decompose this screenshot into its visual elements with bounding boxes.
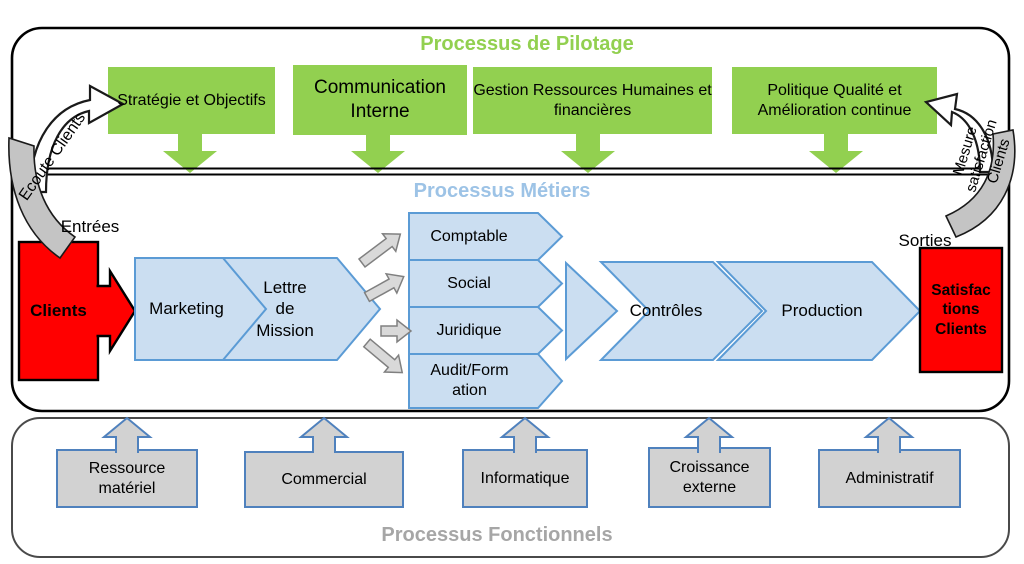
satisfactions-clients-label: Satisfac tions Clients <box>931 281 991 338</box>
connector-arrow-icon <box>357 232 402 269</box>
chevron-production <box>715 261 922 361</box>
up-arrow-icon <box>683 416 735 453</box>
box-ressource-materiel <box>56 449 198 508</box>
chevron-controles <box>598 261 764 361</box>
satisfactions-clients-shape <box>918 246 1004 374</box>
ressource-materiel-label: Ressource matériel <box>88 459 166 497</box>
down-arrow-icon <box>163 132 217 173</box>
fonctionnels-title: Processus Fonctionnels <box>381 523 613 546</box>
box-administratif <box>818 449 961 508</box>
connector-arrow-icon <box>362 338 404 374</box>
lettre-de-mission-label: Lettre de Mission <box>256 278 314 340</box>
pilotage-title: Processus de Pilotage <box>420 32 634 55</box>
down-arrow-icon <box>351 132 405 173</box>
croissance-externe-label: Croissance externe <box>669 458 750 496</box>
comptable-label: Comptable <box>430 227 508 245</box>
sorties-label: Sorties <box>898 231 952 251</box>
social-label: Social <box>447 274 491 292</box>
down-arrow-icon <box>809 132 863 173</box>
green-box-politique-qualite-label: Politique Qualité et Amélioration contin… <box>757 81 912 119</box>
audit-formation-label: Audit/Form ation <box>430 362 509 399</box>
commercial-label: Commercial <box>281 470 367 488</box>
chevron-comptable <box>408 212 564 261</box>
green-box-communication-label: Communication Interne <box>314 77 446 122</box>
green-box-communication <box>293 65 467 135</box>
green-box-gestion-rh-label: Gestion Ressources Humaines et financièr… <box>473 81 712 119</box>
informatique-label: Informatique <box>480 469 570 487</box>
chevron-social <box>408 259 564 308</box>
up-arrow-icon <box>298 416 350 453</box>
curved-arrow-ecoute-icon <box>28 84 126 194</box>
clients-shape <box>17 240 100 382</box>
curved-band-mesure-icon <box>944 129 1016 239</box>
green-box-strategie <box>108 67 275 134</box>
up-arrow-icon <box>101 416 153 453</box>
box-croissance-externe <box>648 447 771 508</box>
merge-arrow-icon <box>565 260 619 362</box>
curved-arrow-mesure-icon <box>923 92 995 174</box>
green-box-politique-qualite <box>732 67 937 134</box>
box-informatique <box>462 449 588 508</box>
controles-label: Contrôles <box>629 301 703 321</box>
connector-arrow-icon <box>380 318 413 344</box>
juridique-label: Juridique <box>436 321 502 339</box>
green-box-gestion-rh <box>473 67 712 134</box>
green-box-strategie-label: Stratégie et Objectifs <box>117 91 266 109</box>
administratif-label: Administratif <box>845 469 934 487</box>
chevron-audit-formation <box>408 353 564 409</box>
metiers-title: Processus Métiers <box>413 179 591 202</box>
curved-band-ecoute-icon <box>8 136 77 260</box>
down-arrow-icon <box>561 132 615 173</box>
clients-label: Clients <box>30 301 87 321</box>
chevron-juridique <box>408 306 564 355</box>
up-arrow-icon <box>499 416 551 453</box>
up-arrow-icon <box>863 416 915 453</box>
chevron-lettre-de-mission <box>220 257 382 361</box>
connector-arrow-icon <box>363 272 405 303</box>
marketing-label: Marketing <box>149 299 224 319</box>
entrees-label: Entrées <box>60 217 120 237</box>
production-label: Production <box>781 301 863 321</box>
